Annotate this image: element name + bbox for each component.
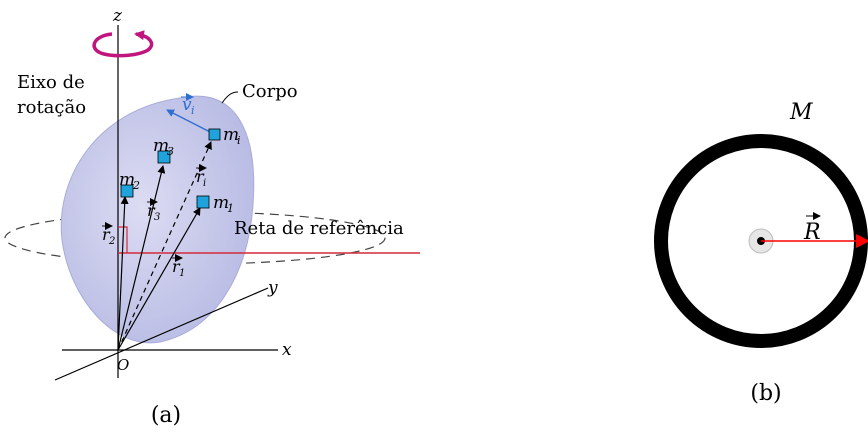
mass-label-1-sub: 1 — [227, 202, 234, 215]
y-axis — [54, 287, 269, 381]
vector-label-i: r i — [196, 164, 207, 189]
mass-label-3: m 3 — [153, 136, 174, 158]
mass-square-3 — [157, 150, 171, 164]
vector-label-2: r 2 — [102, 222, 115, 247]
rigid-body — [60, 95, 255, 344]
mass-label-2-m: m — [119, 170, 135, 190]
vector-label-3-sub: 3 — [154, 212, 160, 223]
vector-label-2-sub: 2 — [108, 236, 115, 247]
mass-square-2 — [120, 184, 134, 198]
velocity-label: v i — [181, 93, 195, 117]
reference-line-label: Reta de referência — [234, 218, 404, 239]
vector-ri — [117, 141, 212, 351]
mass-label-2: m 2 — [119, 170, 140, 192]
mass-square-i — [208, 128, 221, 141]
x-axis-label: x — [282, 340, 292, 360]
z-axis-label: z — [112, 6, 123, 26]
body-leader — [221, 91, 239, 104]
caption-b: (b) — [750, 381, 781, 406]
rotation-arrow — [92, 30, 154, 58]
vector-label-1: r 1 — [172, 254, 185, 279]
mass-label-1: m 1 — [213, 193, 234, 215]
vector-label-2-r: r — [102, 225, 111, 244]
mass-label-3-m: m — [153, 136, 169, 156]
radius-label-R: R — [803, 220, 821, 245]
rotation-axis-label-line2: rotação — [17, 97, 86, 118]
caption-a: (a) — [151, 403, 181, 428]
mass-label-i-sub: i — [237, 134, 241, 147]
vector-r3 — [117, 165, 166, 351]
vector-label-1-r: r — [172, 257, 181, 276]
mass-square-1 — [196, 195, 210, 209]
r2-bracket — [118, 226, 128, 253]
vector-label-1-sub: 1 — [179, 268, 185, 279]
vector-label-3-r: r — [147, 201, 156, 220]
y-axis-label: y — [267, 278, 278, 298]
vector-r1 — [117, 207, 201, 351]
radius-label: R — [803, 212, 821, 245]
mass-label-i-m: m — [223, 125, 239, 145]
velocity-label-sub: i — [191, 104, 195, 117]
body-label: Corpo — [242, 81, 298, 102]
mass-label-M: M — [789, 100, 813, 125]
vector-label-i-r: r — [196, 167, 205, 186]
mass-label-3-sub: 3 — [167, 145, 174, 158]
mass-label-1-m: m — [213, 193, 229, 213]
vector-label-i-sub: i — [203, 178, 206, 189]
rotation-axis-label-line1: Eixo de — [17, 72, 85, 93]
panel-b: M R (b) — [654, 100, 868, 406]
mass-label-i: m i — [223, 125, 241, 147]
origin-label: O — [117, 356, 129, 374]
vector-r2 — [117, 196, 129, 351]
velocity-label-v: v — [182, 95, 192, 115]
panel-a: z y x O Eixo de rotação Corpo Reta de re… — [4, 6, 420, 428]
mass-label-2-sub: 2 — [132, 179, 140, 192]
velocity-vector — [166, 109, 215, 135]
vector-label-3: r 3 — [147, 198, 160, 223]
